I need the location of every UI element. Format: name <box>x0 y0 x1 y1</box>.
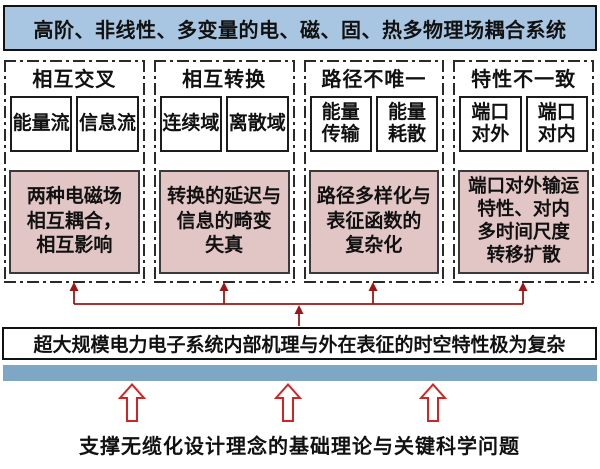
foundation-statement-box: 支撑无缆化设计理念的基础理论与关键科学问题 <box>2 422 597 466</box>
discrete-domain-box: 离散域 <box>226 96 289 152</box>
hollow-up-arrow-icon <box>273 383 303 422</box>
column-sub-boxes: 连续域 离散域 <box>159 96 289 152</box>
support-arrows <box>117 383 448 422</box>
column-path-not-unique: 路径不唯一 能量 传输 能量 耗散 路径多样化与 表征函数的 复杂化 <box>303 60 445 283</box>
foundation-statement-text: 支撑无缆化设计理念的基础理论与关键科学问题 <box>79 435 520 458</box>
column-mutual-cross: 相互交叉 能量流 信息流 两种电磁场 相互耦合， 相互影响 <box>4 60 145 283</box>
energy-transmission-box: 能量 传输 <box>309 96 372 152</box>
port-internal-box: 端口 对内 <box>525 96 588 152</box>
column-inconsistent-characteristics: 特性不一致 端口 对外 端口 对内 端口对外输运 特性、对内 多时间尺度 转移扩… <box>453 60 594 283</box>
energy-dissipation-box: 能量 耗散 <box>375 96 439 152</box>
column-title: 相互交叉 <box>32 68 117 91</box>
mechanism-statement-box: 超大规模电力电子系统内部机理与外在表征的时空特性极为复杂 <box>2 327 597 360</box>
up-arrowhead-icon <box>219 282 229 291</box>
connector-arrows <box>69 282 528 326</box>
column-title: 特性不一致 <box>471 68 577 91</box>
hollow-up-arrow-icon <box>418 383 448 422</box>
hollow-up-arrow-icon <box>117 383 147 422</box>
up-arrowhead-icon <box>518 282 528 291</box>
column-summary-box: 两种电磁场 相互耦合， 相互影响 <box>9 170 140 274</box>
connector-lines <box>73 289 524 326</box>
column-mutual-conversion: 相互转换 连续域 离散域 转换的延迟与 信息的畸变 失真 <box>153 60 295 283</box>
column-sub-boxes: 能量流 信息流 <box>10 96 139 152</box>
column-title: 路径不唯一 <box>321 68 427 91</box>
up-arrowhead-icon <box>368 282 378 291</box>
characteristics-columns: 相互交叉 能量流 信息流 两种电磁场 相互耦合， 相互影响 相互转换 连续域 离… <box>4 60 594 283</box>
port-external-box: 端口 对外 <box>459 96 522 152</box>
column-summary-box: 转换的延迟与 信息的畸变 失真 <box>158 170 290 274</box>
system-banner-text: 高阶、非线性、多变量的电、磁、固、热多物理场耦合系统 <box>33 19 567 42</box>
divider-bar <box>3 365 597 381</box>
up-arrowhead-icon <box>69 282 79 291</box>
column-title: 相互转换 <box>182 68 267 91</box>
column-summary-box: 路径多样化与 表征函数的 复杂化 <box>308 170 440 274</box>
hollow-arrows-group <box>117 383 448 422</box>
system-banner: 高阶、非线性、多变量的电、磁、固、热多物理场耦合系统 <box>3 5 597 51</box>
column-sub-boxes: 能量 传输 能量 耗散 <box>309 96 439 152</box>
mechanism-statement-text: 超大规模电力电子系统内部机理与外在表征的时空特性极为复杂 <box>33 335 566 356</box>
column-summary-box: 端口对外输运 特性、对内 多时间尺度 转移扩散 <box>458 170 589 274</box>
column-sub-boxes: 端口 对外 端口 对内 <box>459 96 588 152</box>
connector-arrowheads <box>69 282 528 314</box>
energy-flow-box: 能量流 <box>10 96 73 152</box>
up-arrowhead-icon <box>294 305 304 314</box>
continuous-domain-box: 连续域 <box>159 96 223 152</box>
information-flow-box: 信息流 <box>76 96 139 152</box>
